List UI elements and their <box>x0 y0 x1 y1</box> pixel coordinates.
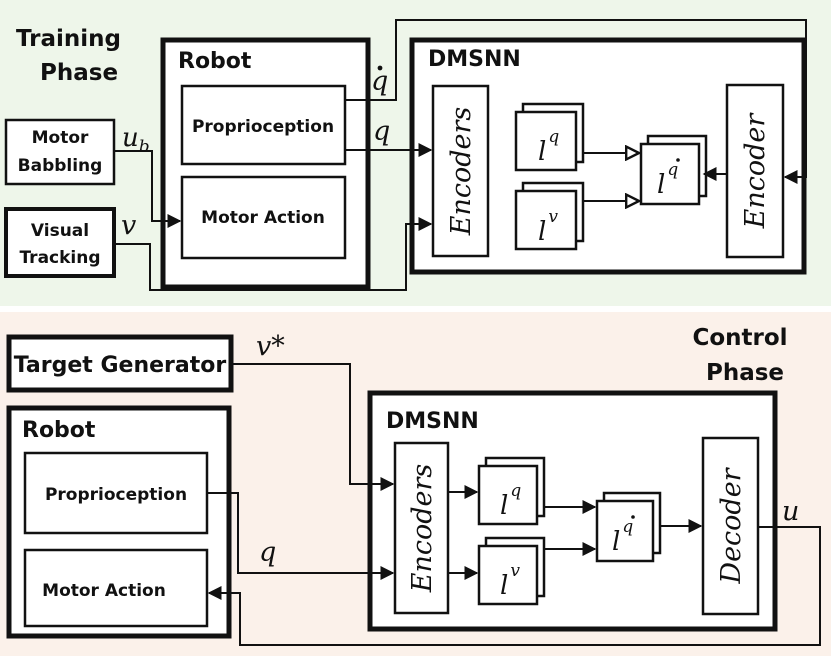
decoder-label-control: Decoder <box>716 466 747 584</box>
proprioception-box-control <box>23 451 209 535</box>
proprioception-label-training: Proprioception <box>192 117 334 137</box>
target-generator-label: Target Generator <box>14 353 227 378</box>
target-generator-box <box>6 334 234 393</box>
wire-v-to-encoders <box>114 217 433 291</box>
lv-stack-front-control <box>477 544 539 606</box>
lv-sup-control: v <box>510 561 520 581</box>
control-phase-label: Control <box>692 325 787 351</box>
lqdot-dot-control <box>631 515 635 519</box>
lq-stack-front-control <box>477 464 539 526</box>
vstar-symbol: v* <box>256 331 285 362</box>
encoder-box-training <box>725 83 785 259</box>
visual-tracking-box <box>4 207 116 278</box>
encoders-box-control <box>393 441 450 615</box>
ub-symbol: ub <box>122 123 150 157</box>
ub-subscript: b <box>139 137 150 157</box>
motor-babbling-label-2: Babbling <box>18 156 103 176</box>
training-phase-label: Training <box>16 26 121 52</box>
qdot-dot <box>377 65 383 71</box>
control-phase-label-2: Phase <box>706 360 784 386</box>
training-phase-label-2: Phase <box>40 60 118 86</box>
encoder-label-training: Encoder <box>740 112 771 230</box>
motor-action-label-training: Motor Action <box>201 208 325 228</box>
lqdot-stack-front-control <box>595 499 655 563</box>
decoder-box-control <box>701 436 760 616</box>
motor-babbling-box <box>4 118 116 186</box>
encoders-label-control: Encoders <box>407 464 438 594</box>
robot-title-control: Robot <box>22 418 96 443</box>
lq-sup-control: q <box>510 481 521 501</box>
visual-tracking-label-2: Tracking <box>19 248 100 268</box>
lq-sup-training: q <box>548 127 559 147</box>
wire-qdot-loop <box>345 19 807 184</box>
dmsnn-title-control: DMSNN <box>386 409 479 434</box>
motor-action-box-control <box>23 548 209 628</box>
lv-sup-training: v <box>548 207 558 227</box>
wire-target-to-encoders <box>231 363 395 491</box>
lqdot-stack-front-training <box>639 142 701 206</box>
v-symbol: v <box>121 210 136 241</box>
qdot-symbol: q <box>371 66 388 97</box>
proprioception-box-training <box>180 84 347 166</box>
u-symbol: u <box>782 496 799 527</box>
encoders-label-training: Encoders <box>446 107 477 237</box>
wire-decoder-to-motor <box>207 526 821 646</box>
lqdot-dot-training <box>676 158 680 162</box>
dmsnn-title-training: DMSNN <box>428 47 521 72</box>
robot-title-training: Robot <box>178 49 252 74</box>
wire-ub-to-motor <box>114 150 182 228</box>
visual-tracking-label: Visual <box>31 221 89 241</box>
proprioception-label-control: Proprioception <box>45 485 187 505</box>
wire-q-control-to-encoders <box>207 492 395 580</box>
lv-stack-front-training <box>514 189 578 251</box>
lq-stack-front-training <box>514 110 578 172</box>
lqdot-sup-control: q <box>622 517 633 537</box>
motor-action-box-training <box>180 175 347 260</box>
encoders-box-training <box>431 84 490 258</box>
lqdot-sup-training: q <box>667 160 678 180</box>
q-symbol-training: q <box>373 116 390 147</box>
motor-action-label-control: Motor Action <box>42 581 166 601</box>
motor-babbling-label: Motor <box>32 128 89 148</box>
q-symbol-control: q <box>259 537 276 568</box>
